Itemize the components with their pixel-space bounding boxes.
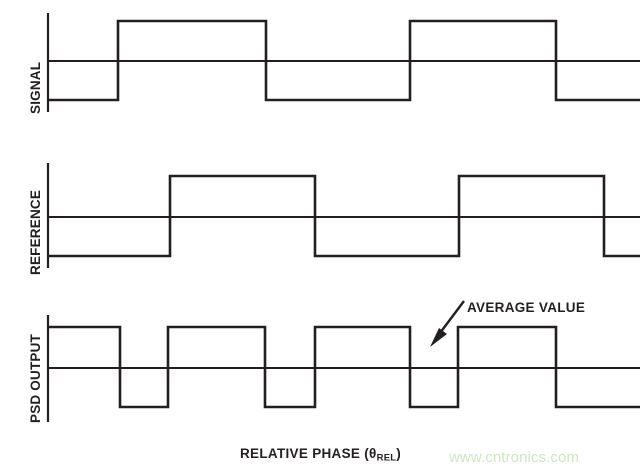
psd-output-axis-label: PSD OUTPUT [28,333,43,423]
average-value-arrow-head [430,328,447,347]
x-axis-title-subscript: REL [376,452,397,464]
psd-waveform [48,325,640,409]
reference-waveform [48,174,640,258]
x-axis-title: RELATIVE PHASE (θREL) [240,446,401,464]
x-axis-title-close: ) [396,446,402,461]
watermark-text: www.cntronics.com [449,449,580,466]
average-value-annotation: AVERAGE VALUE [467,300,586,315]
signal-axis-label: SIGNAL [28,61,43,114]
signal-waveform [48,19,640,102]
x-axis-title-main: RELATIVE PHASE (θ [240,446,377,461]
reference-axis-label: REFERENCE [28,189,43,275]
